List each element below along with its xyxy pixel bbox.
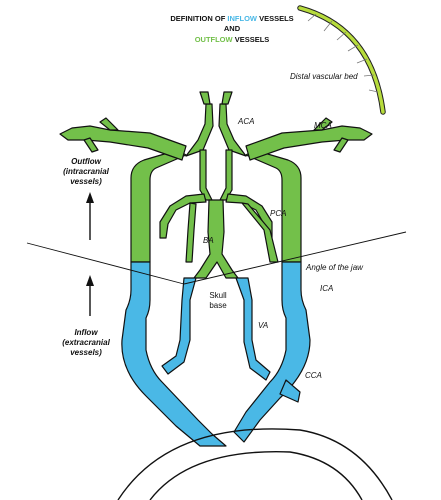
outflow-vessels bbox=[59, 91, 373, 279]
title-outflow: OUTFLOW bbox=[195, 35, 234, 44]
skull-label-line2: base bbox=[209, 301, 227, 310]
inflow-label-line2: (extracranial bbox=[62, 338, 110, 347]
diagram-labels: Distal vascular bed ACA MCA PCA BA ICA V… bbox=[62, 72, 364, 380]
va-label: VA bbox=[258, 321, 268, 330]
distal-bed-label: Distal vascular bed bbox=[290, 72, 358, 81]
title-suffix: VESSELS bbox=[257, 14, 294, 23]
inflow-label-line3: vessels) bbox=[70, 348, 102, 357]
outflow-label-line1: Outflow bbox=[71, 157, 102, 166]
aortic-arch bbox=[117, 428, 393, 500]
distal-vascular-bed bbox=[297, 5, 386, 115]
title-prefix: DEFINITION OF bbox=[170, 14, 227, 23]
svg-text:OUTFLOW VESSELS: OUTFLOW VESSELS bbox=[195, 35, 270, 44]
inflow-vessels bbox=[121, 261, 311, 447]
reference-lines bbox=[26, 231, 407, 285]
ica-label: ICA bbox=[320, 284, 333, 293]
inflow-label-line1: Inflow bbox=[74, 328, 98, 337]
mca-label: MCA bbox=[314, 121, 332, 130]
svg-text:DEFINITION OF INFLOW VESSELS: DEFINITION OF INFLOW VESSELS bbox=[170, 14, 293, 23]
ba-label: BA bbox=[203, 236, 214, 245]
jaw-label: Angle of the jaw bbox=[305, 263, 364, 272]
diagram-title: DEFINITION OF INFLOW VESSELS AND OUTFLOW… bbox=[170, 14, 293, 44]
pca-label: PCA bbox=[270, 209, 286, 218]
skull-label-line1: Skull bbox=[209, 291, 227, 300]
cca-label: CCA bbox=[305, 371, 322, 380]
title-and: AND bbox=[224, 24, 241, 33]
aca-label: ACA bbox=[237, 117, 254, 126]
flow-arrows bbox=[86, 192, 94, 316]
title-outflow-suffix: VESSELS bbox=[233, 35, 270, 44]
outflow-label-line3: vessels) bbox=[70, 177, 102, 186]
title-inflow: INFLOW bbox=[227, 14, 257, 23]
outflow-label-line2: (intracranial bbox=[63, 167, 110, 176]
